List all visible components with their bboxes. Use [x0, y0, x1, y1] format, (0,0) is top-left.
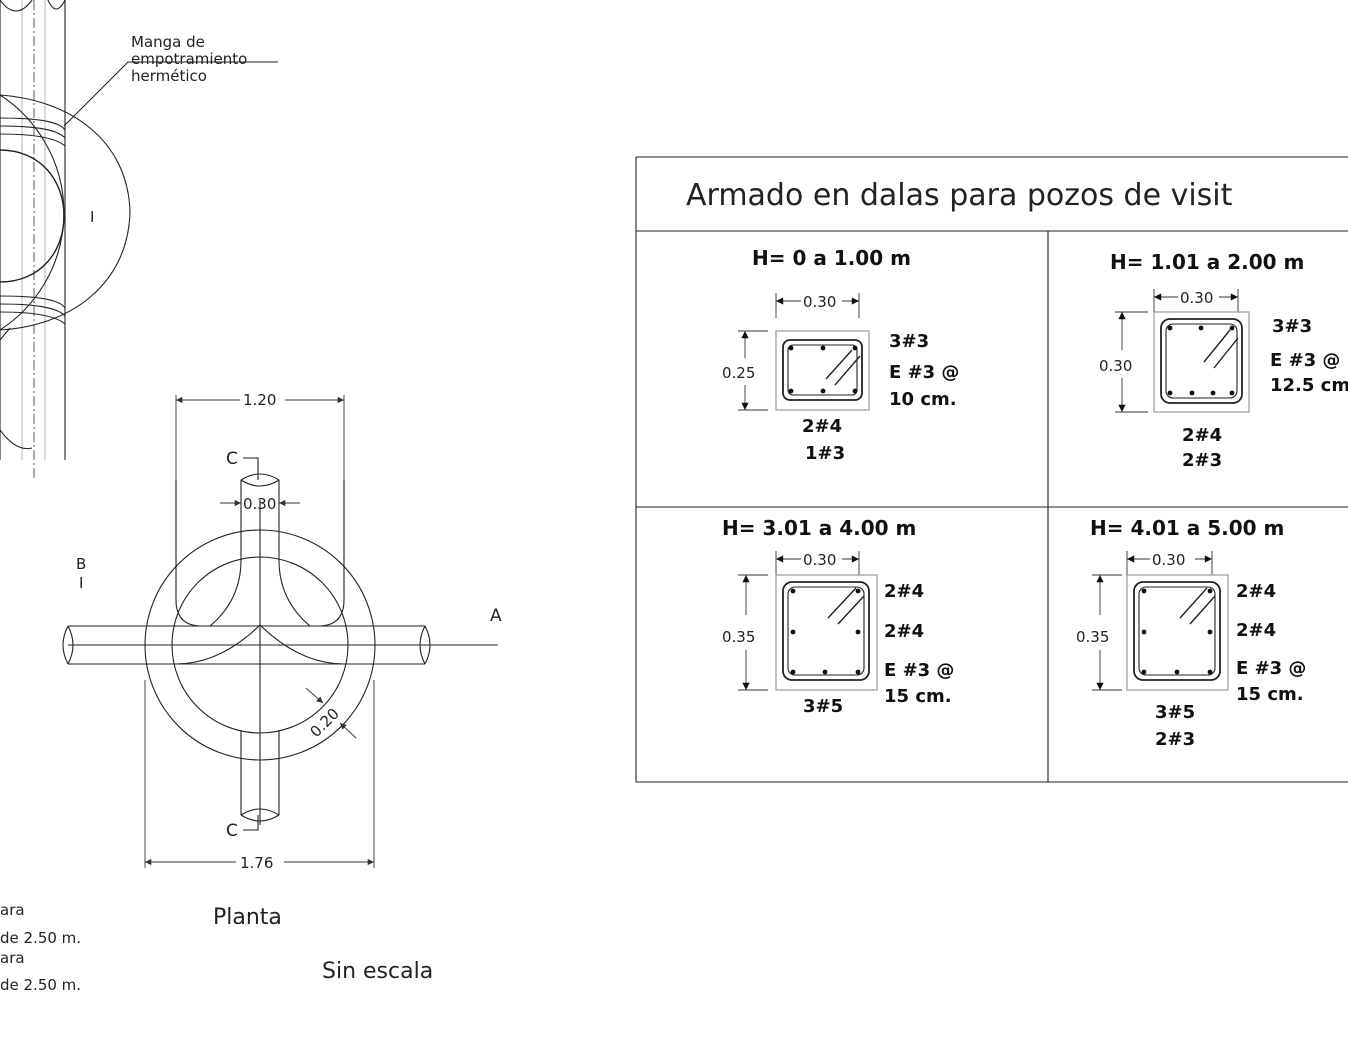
- cell4-bottom2: 2#3: [1155, 729, 1195, 750]
- section-mark-c-top: C: [226, 449, 238, 469]
- cell1-heading: H= 0 a 1.00 m: [752, 246, 911, 270]
- section-mark-b: B: [76, 555, 86, 573]
- cell4-bottom1: 3#5: [1155, 702, 1195, 723]
- cell3-side-bars: 2#4: [884, 621, 924, 642]
- section-mark-b-tick: I: [79, 574, 83, 592]
- cell3-stirrup1: E #3 @: [884, 660, 954, 681]
- dim-pipe-label: 0.30: [243, 495, 276, 513]
- cell3-height: 0.35: [722, 628, 755, 646]
- cell1-width: 0.30: [803, 293, 836, 311]
- dim-wall-label: 0.20: [306, 705, 342, 741]
- cell2-heading: H= 1.01 a 2.00 m: [1110, 250, 1304, 274]
- cell3-heading: H= 3.01 a 4.00 m: [722, 516, 916, 540]
- cell1-top-bars: 3#3: [889, 331, 929, 352]
- note-line1: ara: [0, 901, 25, 919]
- table-title: Armado en dalas para pozos de visit: [686, 178, 1233, 213]
- cell2-top-bars: 3#3: [1272, 316, 1312, 337]
- dim-total-label: 1.76: [240, 854, 273, 872]
- cell-h-3-4: H= 3.01 a 4.00 m 0.30 0.35 2#4 2#4 E #3 …: [722, 516, 954, 717]
- reinforcement-table: Armado en dalas para pozos de visit H= 0…: [635, 156, 1348, 783]
- cell4-stirrup1: E #3 @: [1236, 658, 1306, 679]
- section-mark-i: I: [90, 208, 94, 226]
- cell3-width: 0.30: [803, 551, 836, 569]
- cell4-width: 0.30: [1152, 551, 1185, 569]
- cell4-top-bars: 2#4: [1236, 581, 1276, 602]
- cell4-height: 0.35: [1076, 628, 1109, 646]
- cell-h-4-5: H= 4.01 a 5.00 m 0.30 0.35 2#4 2#4 E #3 …: [1076, 516, 1306, 750]
- elevation-view: Manga de empotramiento hermético I: [0, 0, 278, 480]
- cell4-stirrup2: 15 cm.: [1236, 684, 1304, 705]
- plan-view: 1.20 C 0.30 C B I A 0.20 1.76 Planta Sin…: [62, 391, 502, 984]
- cell2-stirrup2: 12.5 cm: [1270, 375, 1348, 396]
- cell-h-1-2: H= 1.01 a 2.00 m 0.30 0.30 3#3 E #3 @ 12…: [1099, 250, 1348, 471]
- cell-h-0-1: H= 0 a 1.00 m 0.30 0.25 3#3 E #3 @ 10 cm…: [722, 246, 959, 464]
- sleeve-label-line3: hermético: [131, 67, 207, 85]
- cell2-bottom2: 2#3: [1182, 450, 1222, 471]
- note-line2: de 2.50 m.: [0, 929, 81, 947]
- cell2-width: 0.30: [1180, 289, 1213, 307]
- cell4-heading: H= 4.01 a 5.00 m: [1090, 516, 1284, 540]
- cell1-stirrup2: 10 cm.: [889, 389, 957, 410]
- cell3-bottom1: 3#5: [803, 696, 843, 717]
- cell2-height: 0.30: [1099, 357, 1132, 375]
- cell1-bottom1: 2#4: [802, 416, 842, 437]
- section-mark-c-bottom: C: [226, 821, 238, 841]
- sleeve-label-line2: empotramiento: [131, 50, 247, 68]
- cell2-stirrup1: E #3 @: [1270, 350, 1340, 371]
- note-line3: ara: [0, 949, 25, 967]
- cell2-bottom1: 2#4: [1182, 425, 1222, 446]
- cell1-height: 0.25: [722, 364, 755, 382]
- sleeve-label-line1: Manga de: [131, 33, 205, 51]
- cell1-bottom2: 1#3: [805, 443, 845, 464]
- cell3-top-bars: 2#4: [884, 581, 924, 602]
- scale-note: Sin escala: [322, 959, 433, 984]
- cell4-side-bars: 2#4: [1236, 620, 1276, 641]
- section-mark-a: A: [490, 606, 502, 626]
- plan-title: Planta: [213, 905, 282, 930]
- note-line4: de 2.50 m.: [0, 976, 81, 994]
- dim-width-label: 1.20: [243, 391, 276, 409]
- notes: ara de 2.50 m. ara de 2.50 m.: [0, 901, 81, 994]
- cell1-stirrup1: E #3 @: [889, 362, 959, 383]
- cell3-stirrup2: 15 cm.: [884, 686, 952, 707]
